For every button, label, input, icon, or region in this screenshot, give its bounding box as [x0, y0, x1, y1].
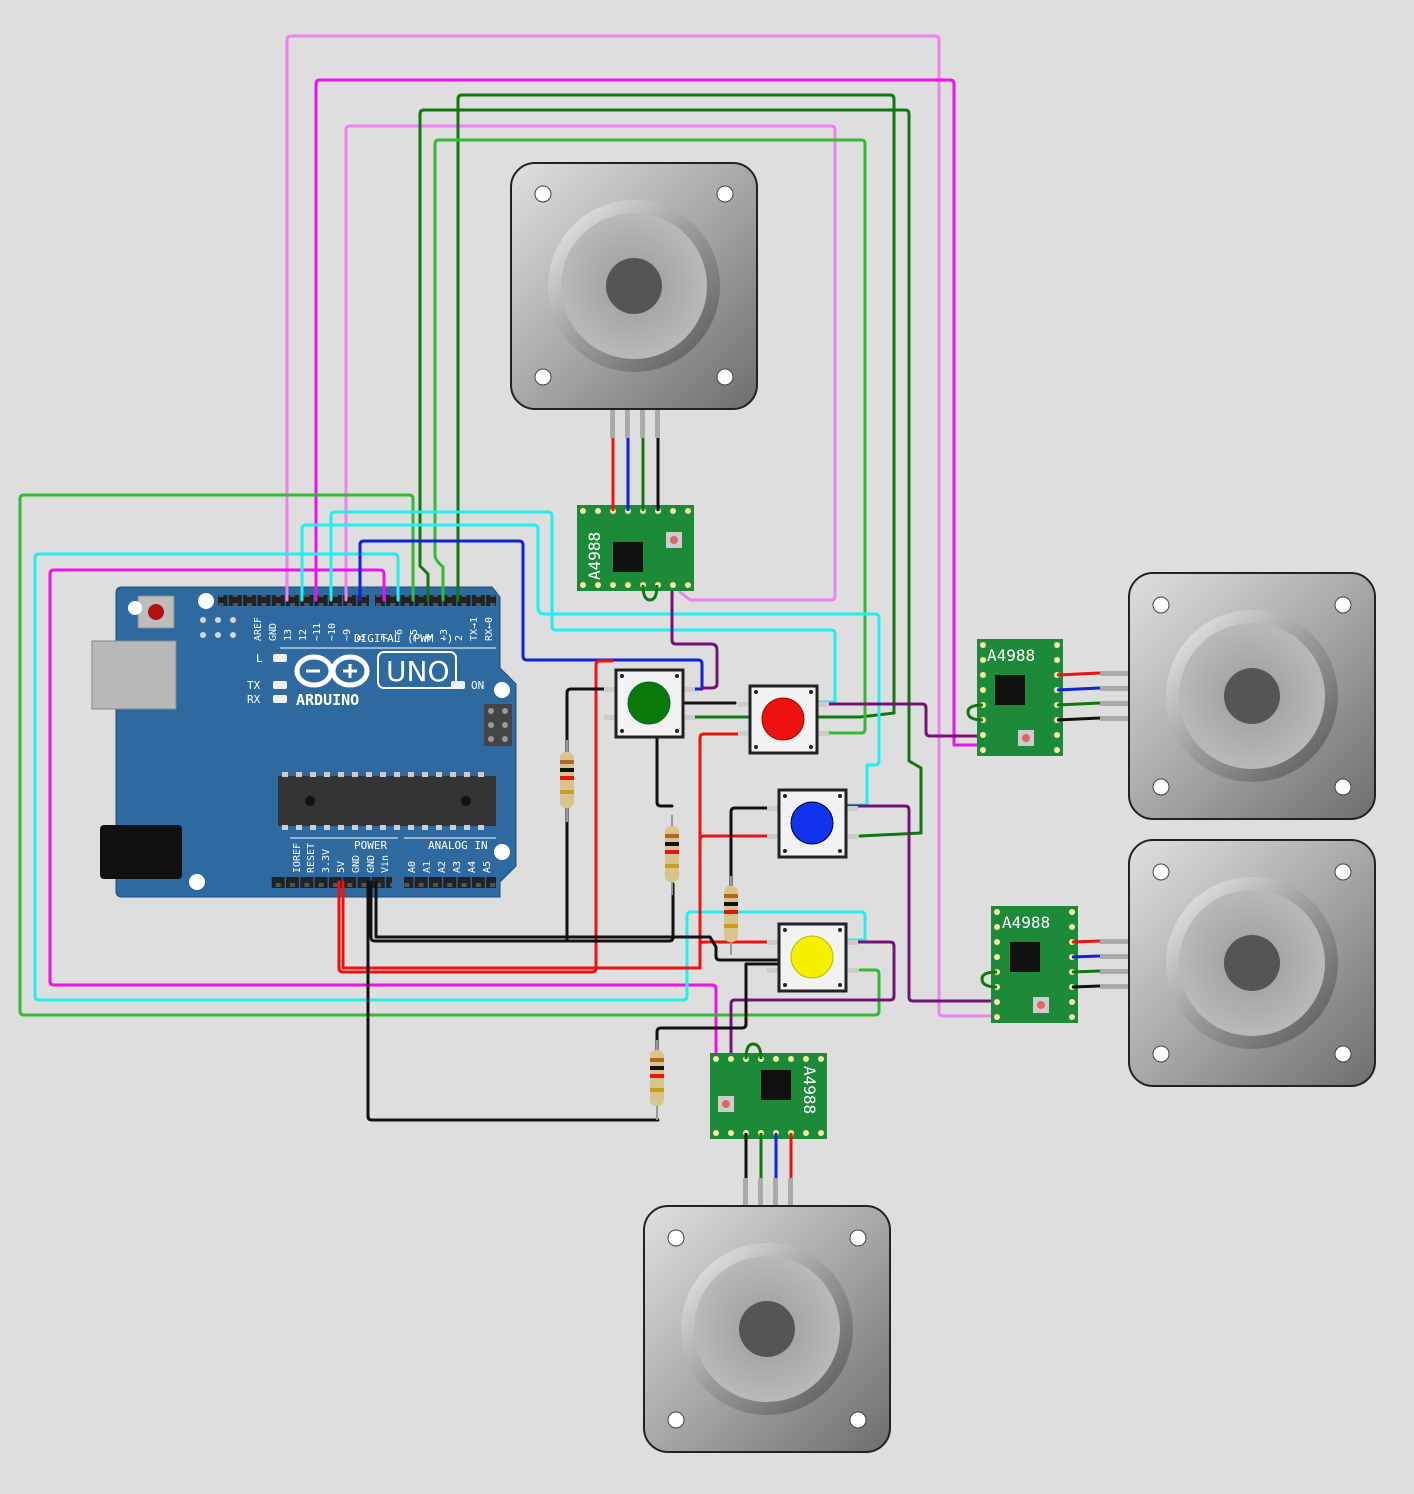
pin-label-7: 8 — [356, 635, 367, 641]
power-jack — [100, 825, 182, 879]
power-pin-label-11: A4 — [467, 861, 478, 873]
pin-label-13: 2 — [454, 635, 465, 641]
a4988-driver-top[interactable]: A4988 — [577, 505, 694, 602]
wire-green-top — [433, 138, 867, 735]
driver-right2-label: A4988 — [1002, 913, 1050, 932]
analog-label: ANALOG IN — [428, 839, 488, 852]
power-pin-label-12: A5 — [482, 861, 493, 873]
resistor-1[interactable] — [560, 740, 574, 822]
power-pin-label-3: 5V — [336, 861, 347, 873]
pin-label-6: ~9 — [342, 629, 353, 641]
arduino-uno-board[interactable]: L TX RX ON UNO ARDUINO DIGITAL (PWM ~) P… — [91, 586, 517, 898]
push-button-red[interactable] — [738, 684, 829, 755]
power-pin-label-7: A0 — [407, 861, 418, 873]
power-pin-label-8: A1 — [422, 861, 433, 873]
push-button-blue[interactable] — [767, 788, 858, 859]
usb-connector — [91, 640, 177, 710]
arduino-brand: ARDUINO — [296, 691, 359, 709]
led-tx-label: TX — [247, 679, 261, 692]
a4988-driver-right-lower[interactable]: A4988 — [980, 906, 1078, 1023]
resistor-2[interactable] — [665, 815, 679, 895]
resistor-4[interactable] — [650, 1040, 664, 1120]
digital-header-right — [375, 595, 496, 606]
driver-right1-label: A4988 — [987, 646, 1035, 665]
pin-label-9: ~6 — [394, 629, 405, 641]
wire-pink-top — [344, 124, 837, 602]
power-pin-label-2: 3.3V — [321, 849, 332, 873]
driver-bottom-label: A4988 — [800, 1066, 819, 1114]
wire-pink-long — [285, 34, 998, 1018]
pin-label-3: 12 — [298, 629, 309, 641]
wire-blue — [358, 539, 704, 691]
led-l-label: L — [256, 652, 263, 665]
wire-black-8 — [655, 962, 780, 1054]
stepper-motor-bottom[interactable] — [643, 1178, 891, 1453]
digital-label: DIGITAL (PWM ~) — [354, 632, 453, 645]
power-pin-label-0: IOREF — [292, 843, 303, 873]
a4988-driver-bottom[interactable]: A4988 — [710, 1042, 827, 1139]
pin-label-15: RX←0 — [484, 617, 495, 641]
analog-header — [404, 877, 496, 888]
pin-label-2: 13 — [283, 629, 294, 641]
wire-red-4 — [698, 940, 780, 947]
wire-purple-a — [670, 584, 719, 690]
pin-label-10: ~5 — [409, 629, 420, 641]
wire-dkgreen-b — [456, 93, 896, 719]
wire-black-gnd2 — [565, 687, 614, 942]
wire-purple-b — [823, 702, 984, 738]
pin-label-12: ~3 — [439, 629, 450, 641]
pin-label-14: TX→1 — [469, 617, 480, 641]
digital-header-left — [218, 595, 369, 606]
driver-top-label: A4988 — [585, 532, 604, 580]
wire-black-6 — [729, 806, 780, 892]
wire-cyan-left — [33, 552, 867, 1002]
power-pin-label-5: GND — [366, 855, 377, 873]
wire-dkgreen-a — [418, 108, 923, 838]
wire-magenta-top — [314, 78, 984, 747]
stepper-motor-right-upper[interactable] — [1100, 572, 1376, 820]
pin-label-1: GND — [268, 623, 279, 641]
stepper-motor-top[interactable] — [510, 162, 758, 438]
push-button-green[interactable] — [604, 668, 695, 739]
power-pin-label-10: A3 — [452, 861, 463, 873]
led-on-label: ON — [471, 679, 484, 692]
pin-label-8: 7 — [380, 635, 391, 641]
wire-red-power — [337, 659, 614, 974]
wire-black-7 — [366, 880, 660, 1122]
wire-green-left — [18, 493, 881, 1017]
a4988-driver-right-upper[interactable]: A4988 — [966, 639, 1063, 756]
wire-red-3 — [698, 834, 780, 942]
uno-badge — [377, 651, 457, 689]
wire-magenta-left — [48, 568, 718, 1060]
power-pin-label-1: RESET — [306, 843, 317, 873]
wire-purple-c — [843, 804, 998, 1003]
power-pin-label-9: A2 — [437, 861, 448, 873]
pin-label-4: ~11 — [312, 623, 323, 641]
led-rx-label: RX — [247, 693, 261, 706]
wire-cyan-a — [300, 523, 881, 807]
power-label: POWER — [354, 839, 387, 852]
resistor-3[interactable] — [724, 876, 738, 955]
power-pin-label-4: GND — [351, 855, 362, 873]
wire-cyan-b — [329, 510, 837, 704]
power-header — [271, 877, 392, 888]
arduino-logo — [294, 654, 370, 688]
uno-label: UNO — [386, 655, 449, 688]
stepper-motor-right-lower[interactable] — [1100, 839, 1376, 1087]
wire-black-gnd — [369, 880, 675, 943]
wire-black-4 — [374, 880, 780, 962]
wire-black-5 — [655, 703, 674, 808]
power-pin-label-6: Vin — [380, 855, 391, 873]
pin-label-5: ~10 — [327, 623, 338, 641]
pin-label-0: AREF — [253, 617, 264, 641]
wire-purple-d — [729, 940, 896, 1060]
pin-label-11: 4 — [424, 635, 435, 641]
push-button-yellow[interactable] — [767, 922, 858, 993]
